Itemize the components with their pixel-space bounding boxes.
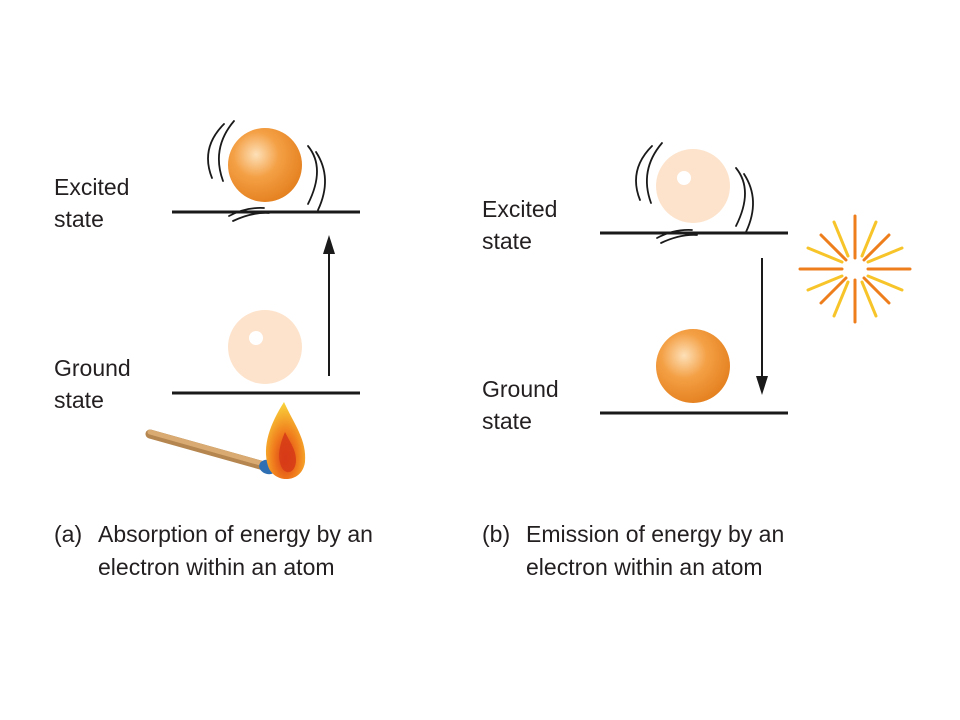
label-line: state — [54, 206, 104, 232]
label-line: Excited — [482, 196, 558, 222]
label-line: state — [482, 228, 532, 254]
label-line: Ground — [482, 376, 559, 402]
caption-line: electron within an atom — [98, 554, 335, 580]
electron-excited-a — [228, 128, 302, 202]
caption-line: Absorption of energy by an — [98, 521, 373, 547]
vibration-marks-b — [635, 142, 754, 244]
downward-arrow — [756, 258, 768, 395]
label-line: Excited — [54, 174, 130, 200]
electron-faded-a — [228, 310, 302, 384]
label-line: state — [54, 387, 104, 413]
upward-arrow — [323, 235, 335, 376]
panel-a — [145, 120, 360, 480]
caption-text-a: Absorption of energy by an electron with… — [98, 518, 373, 584]
caption-line: electron within an atom — [526, 554, 763, 580]
lit-match-icon — [145, 402, 306, 480]
light-burst-icon — [798, 214, 912, 324]
ground-state-label-a: Ground state — [54, 352, 131, 416]
caption-b: (b) Emission of energy by an electron wi… — [482, 518, 882, 588]
caption-line: Emission of energy by an — [526, 521, 785, 547]
caption-tag-b: (b) — [482, 521, 511, 547]
excited-state-label-a: Excited state — [54, 171, 129, 235]
vibration-marks-a — [207, 120, 326, 222]
caption-text-b: Emission of energy by an electron within… — [526, 518, 784, 584]
electron-ground-b — [656, 329, 730, 403]
electron-faded-b — [656, 149, 730, 223]
excited-state-label-b: Excited state — [482, 193, 557, 257]
label-line: state — [482, 408, 532, 434]
caption-a: (a) Absorption of energy by an electron … — [54, 518, 454, 588]
caption-tag-a: (a) — [54, 521, 83, 547]
label-line: Ground — [54, 355, 131, 381]
panel-b — [600, 142, 912, 415]
ground-state-label-b: Ground state — [482, 373, 559, 437]
